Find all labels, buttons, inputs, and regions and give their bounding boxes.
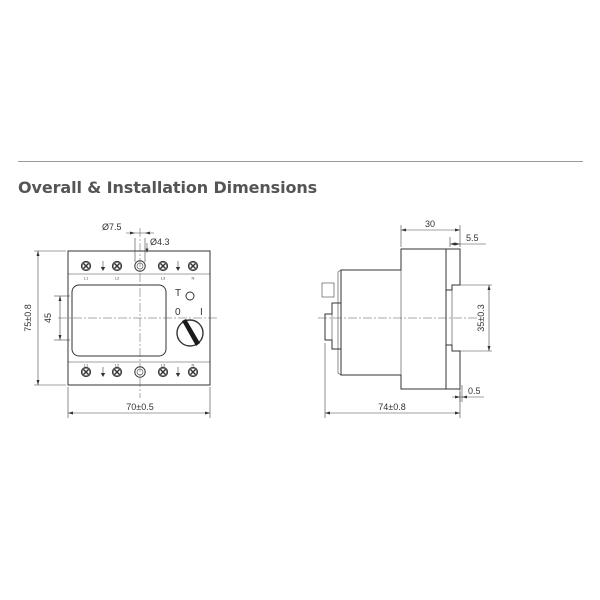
rail-gap-dimension: 0.5 <box>452 385 484 402</box>
small-hole-diameter-label: Ø4.3 <box>150 237 170 247</box>
bottom-terminal-screw-icon <box>111 366 123 378</box>
overall-depth-dimension: 74±0.8 <box>324 343 461 418</box>
bottom-terminal-strip: L1 L2 L3 N <box>68 361 210 378</box>
overall-height-dimension: 75±0.8 <box>23 250 66 386</box>
overall-width-label: 70±0.5 <box>126 402 153 412</box>
switch-on-symbol: I <box>200 307 203 318</box>
rotary-handle-icon <box>176 319 204 347</box>
body-depth-label: 30 <box>425 219 435 229</box>
body-depth-dimension: 30 <box>400 219 461 247</box>
top-terminal-label: L2 <box>115 276 120 281</box>
top-terminal-strip: L1 L2 L3 N <box>68 260 210 281</box>
side-handle-icon <box>324 302 341 350</box>
front-window <box>71 284 167 357</box>
test-button-symbol: T <box>175 288 181 299</box>
bottom-flow-arrow-icon <box>100 367 181 377</box>
din-clip-upper <box>446 248 461 291</box>
top-terminal-label: L1 <box>84 276 89 281</box>
bottom-terminal-screw-icon <box>187 366 199 378</box>
top-terminal-screw-icon <box>187 260 199 272</box>
bottom-terminal-label: L1 <box>84 363 89 368</box>
hole-diameter-dimension: Ø7.5 Ø4.3 <box>102 222 170 262</box>
bottom-terminal-screw-icon <box>80 366 92 378</box>
window-height-label: 45 <box>43 313 53 323</box>
bottom-terminal-screw-icon <box>157 366 169 378</box>
rail-height-dimension: 35±0.3 <box>460 284 492 352</box>
overall-width-dimension: 70±0.5 <box>67 387 211 418</box>
overall-depth-label: 74±0.8 <box>378 402 405 412</box>
rail-gap-label: 0.5 <box>468 386 481 396</box>
switch-off-symbol: 0 <box>175 307 181 318</box>
test-button-icon <box>185 291 195 301</box>
window-height-dimension: 45 <box>43 295 70 341</box>
front-view: L1 L2 L3 N L1 L2 L3 N T 0 <box>23 222 218 418</box>
side-test-button-icon <box>321 282 335 298</box>
section-divider <box>18 161 583 162</box>
bottom-terminal-label: L3 <box>161 363 166 368</box>
side-body-outline <box>340 248 447 390</box>
din-clip-lower <box>446 344 461 390</box>
rail-height-label: 35±0.3 <box>476 304 486 331</box>
top-terminal-label: N <box>192 276 195 281</box>
overall-height-label: 75±0.8 <box>23 304 33 331</box>
top-terminal-screw-icon <box>157 260 169 272</box>
bottom-terminal-label: N <box>192 363 195 368</box>
bottom-terminal-label: L2 <box>115 363 120 368</box>
rail-offset-label: 5.5 <box>466 233 479 243</box>
top-terminal-screw-icon <box>80 260 92 272</box>
top-flow-arrow-icon <box>100 261 181 271</box>
top-terminal-screw-icon <box>111 260 123 272</box>
section-title: Overall & Installation Dimensions <box>18 178 318 197</box>
top-terminal-label: L3 <box>161 276 166 281</box>
hole-diameter-label: Ø7.5 <box>102 222 122 232</box>
side-view: 30 5.5 35±0.3 0.5 <box>318 219 492 418</box>
rail-offset-dimension: 5.5 <box>449 233 486 247</box>
